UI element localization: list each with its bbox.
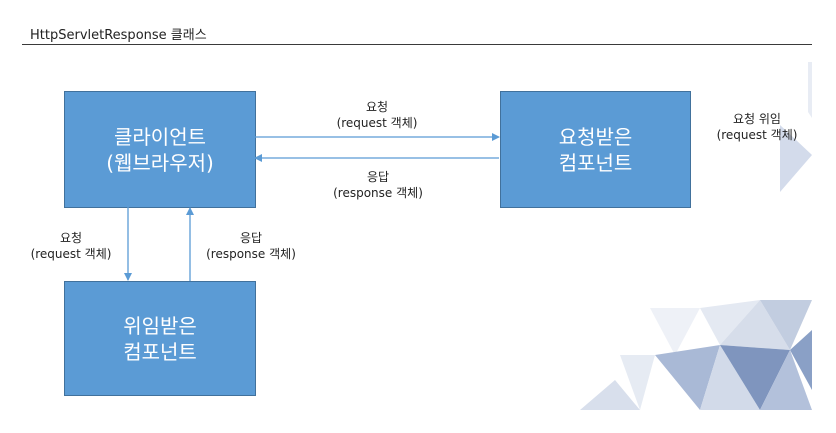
receiver-box-line1: 요청받은 — [558, 124, 633, 149]
client-box-line1: 클라이언트 — [114, 124, 206, 149]
right-delegation-label: 요청 위임 (request 객체) — [702, 111, 812, 143]
receiver-box: 요청받은 컴포넌트 — [500, 91, 691, 208]
top-request-label-line1: 요청 — [365, 100, 389, 114]
delegate-box-line2: 컴포넌트 — [123, 339, 197, 364]
left-response-label: 응답 (response 객체) — [191, 230, 311, 262]
left-request-label-line1: 요청 — [59, 231, 83, 245]
right-delegation-label-line2: (request 객체) — [716, 128, 798, 142]
title-divider — [22, 44, 812, 45]
client-box: 클라이언트 (웹브라우저) — [64, 91, 256, 208]
left-response-label-line1: 응답 — [239, 231, 263, 245]
right-delegation-label-line1: 요청 위임 — [733, 112, 781, 126]
left-request-label-line2: (request 객체) — [30, 247, 112, 261]
left-response-label-line2: (response 객체) — [206, 247, 296, 261]
top-request-label: 요청 (request 객체) — [322, 99, 432, 131]
delegate-box-line1: 위임받은 — [123, 313, 197, 338]
top-response-label-line2: (response 객체) — [333, 186, 423, 200]
receiver-box-line2: 컴포넌트 — [558, 150, 633, 175]
delegate-box: 위임받은 컴포넌트 — [64, 281, 256, 396]
top-response-label: 응답 (response 객체) — [318, 169, 438, 201]
top-response-label-line1: 응답 — [366, 170, 390, 184]
left-request-label: 요청 (request 객체) — [16, 230, 126, 262]
client-box-line2: (웹브라우저) — [106, 150, 214, 175]
top-request-label-line2: (request 객체) — [336, 116, 418, 130]
slide-title: HttpServletResponse 클래스 — [30, 28, 207, 43]
